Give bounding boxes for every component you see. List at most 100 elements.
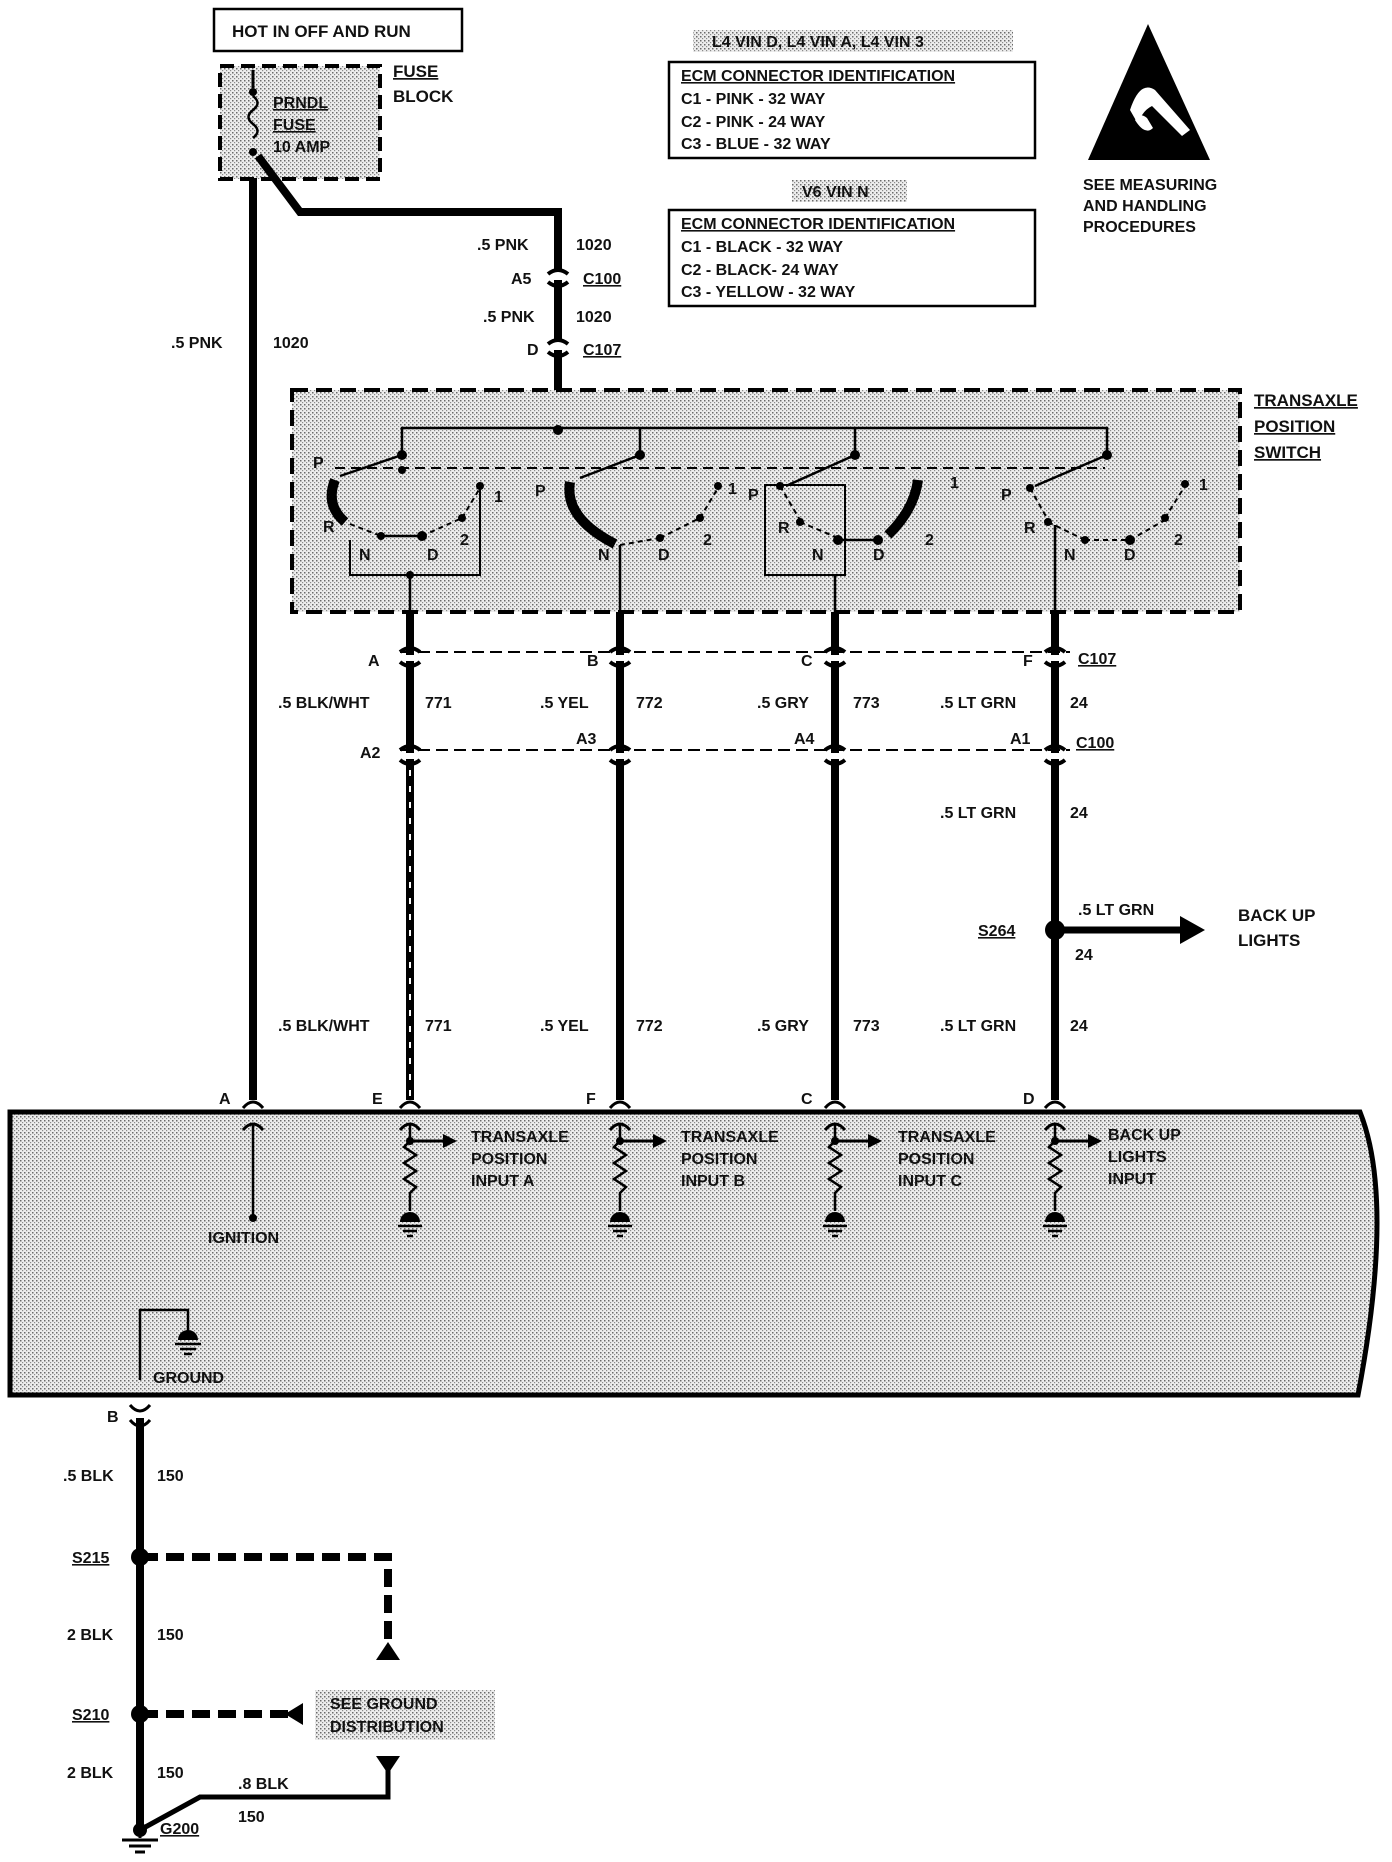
ground-label: GROUND [153, 1370, 224, 1387]
wire-773-circuit-lower: 773 [853, 1018, 880, 1035]
backup-lights-dest-1: BACK UP [1238, 906, 1315, 925]
ecm-table-2-row: C2 - BLACK- 24 WAY [681, 262, 839, 279]
conn-a-pin: A5 [511, 271, 532, 288]
input-b-label-3: INPUT B [681, 1173, 745, 1190]
wire-24-color-lower: .5 LT GRN [940, 1018, 1016, 1035]
ecm-table-1-row: C2 - PINK - 24 WAY [681, 114, 826, 131]
left-feed-wire: .5 PNK [171, 335, 223, 352]
input-d-label-3: INPUT [1108, 1171, 1156, 1188]
ground-wire-1: .5 BLK [63, 1468, 114, 1485]
input-b-label-1: TRANSAXLE [681, 1129, 779, 1146]
pos-r: R [778, 520, 790, 537]
c107-pin-c: C [801, 653, 813, 670]
s264-wire: .5 LT GRN [1078, 902, 1154, 919]
engine-tag-v6: V6 VIN N [802, 184, 869, 201]
c100-label: C100 [1076, 735, 1114, 752]
switch-label-1: TRANSAXLE [1254, 391, 1358, 410]
left-feed-circuit: 1020 [273, 335, 309, 352]
pos-p: P [313, 455, 324, 472]
input-a-label-3: INPUT A [471, 1173, 535, 1190]
pos-1: 1 [950, 475, 959, 492]
ecm-pin-f: F [586, 1091, 596, 1108]
pos-1: 1 [1199, 477, 1208, 494]
c107-label: C107 [1078, 651, 1116, 668]
feed-circuit-mid: 1020 [576, 309, 612, 326]
ground-circuit-1: 150 [157, 1468, 184, 1485]
c100-pin-a3: A3 [576, 731, 597, 748]
ground-note-1: SEE GROUND [330, 1696, 438, 1713]
pos-1: 1 [728, 481, 737, 498]
pos-r: R [323, 519, 335, 536]
ground-wire-3: 2 BLK [67, 1765, 114, 1782]
ecm-table-2-title: ECM CONNECTOR IDENTIFICATION [681, 216, 955, 233]
input-d-label-2: LIGHTS [1108, 1149, 1167, 1166]
conn-b-pin: D [527, 342, 539, 359]
wire-773-circuit: 773 [853, 695, 880, 712]
ecm-table-2-row: C1 - BLACK - 32 WAY [681, 239, 843, 256]
wire-24-color-mid: .5 LT GRN [940, 805, 1016, 822]
c100-pin-a4: A4 [794, 731, 815, 748]
ecm-connector-table-l4: L4 VIN D, L4 VIN A, L4 VIN 3 ECM CONNECT… [667, 30, 1037, 160]
pos-1: 1 [494, 489, 503, 506]
backup-lights-dest-2: LIGHTS [1238, 931, 1300, 950]
signal-wires: C107 C100 A A2 .5 BLK/WHT 771 .5 BLK/WHT… [278, 612, 1116, 1100]
wire-771-color-lower: .5 BLK/WHT [278, 1018, 370, 1035]
pos-n: N [359, 547, 371, 564]
pos-d: D [873, 547, 885, 564]
wire-772-color-lower: .5 YEL [540, 1018, 589, 1035]
esd-note-2: AND HANDLING [1083, 198, 1207, 215]
ground-circuit-3: 150 [157, 1765, 184, 1782]
s264-circuit: 24 [1075, 947, 1093, 964]
header-text: HOT IN OFF AND RUN [232, 22, 411, 41]
feed-circuit-upper: 1020 [576, 237, 612, 254]
input-c-label-3: INPUT C [898, 1173, 962, 1190]
input-c-label-1: TRANSAXLE [898, 1129, 996, 1146]
fuse-block-label-2: BLOCK [393, 87, 454, 106]
header-box: HOT IN OFF AND RUN [212, 7, 464, 53]
ecm-connector-table-v6: V6 VIN N ECM CONNECTOR IDENTIFICATION C1… [667, 180, 1037, 308]
input-a-label-2: POSITION [471, 1151, 547, 1168]
s264-label: S264 [978, 923, 1015, 940]
ground-note-2: DISTRIBUTION [330, 1719, 444, 1736]
s210-label: S210 [72, 1707, 109, 1724]
wire-24-circuit: 24 [1070, 695, 1088, 712]
wire-771-color: .5 BLK/WHT [278, 695, 370, 712]
esd-note-1: SEE MEASURING [1083, 177, 1217, 194]
ecm-pin-a: A [219, 1091, 231, 1108]
pos-n: N [1064, 547, 1076, 564]
wire-24-circuit-mid: 24 [1070, 805, 1088, 822]
pos-d: D [658, 547, 670, 564]
pos-n: N [812, 547, 824, 564]
conn-c107-label: C107 [583, 342, 621, 359]
pos-p: P [535, 483, 546, 500]
c107-pin-a: A [368, 653, 380, 670]
input-a-label-1: TRANSAXLE [471, 1129, 569, 1146]
esd-note-3: PROCEDURES [1083, 219, 1196, 236]
pos-n: N [598, 547, 610, 564]
ecm-table-1-title: ECM CONNECTOR IDENTIFICATION [681, 68, 955, 85]
pos-r: R [1024, 520, 1036, 537]
pos-p: P [1001, 487, 1012, 504]
ecm-module: A E F C D IGNITION [7, 1091, 1380, 1398]
ecm-pin-c: C [801, 1091, 813, 1108]
ecm-table-1-row: C3 - BLUE - 32 WAY [681, 136, 831, 153]
wire-24-color: .5 LT GRN [940, 695, 1016, 712]
feed-wire-mid: .5 PNK [483, 309, 535, 326]
wire-24-circuit-lower: 24 [1070, 1018, 1088, 1035]
wire-771-circuit-lower: 771 [425, 1018, 452, 1035]
ignition-label: IGNITION [208, 1230, 279, 1247]
ground-circuit-2: 150 [157, 1627, 184, 1644]
pos-2: 2 [460, 532, 469, 549]
switch-position-labels: P R N D 2 1 P N D 2 1 P R N D 2 1 P R N … [313, 455, 1208, 564]
ecm-pin-d: D [1023, 1091, 1035, 1108]
feed-wire-upper: .5 PNK [477, 237, 529, 254]
input-c-label-2: POSITION [898, 1151, 974, 1168]
ground-wire-4: .8 BLK [238, 1776, 289, 1793]
fuse-block: PRNDL FUSE 10 AMP FUSE BLOCK [218, 62, 454, 181]
splice-s264: S264 .5 LT GRN 24 BACK UP LIGHTS [978, 902, 1315, 964]
switch-label-3: SWITCH [1254, 443, 1321, 462]
engine-tag-l4: L4 VIN D, L4 VIN A, L4 VIN 3 [712, 34, 924, 51]
input-b-label-2: POSITION [681, 1151, 757, 1168]
fuse-label-3: 10 AMP [273, 139, 331, 156]
